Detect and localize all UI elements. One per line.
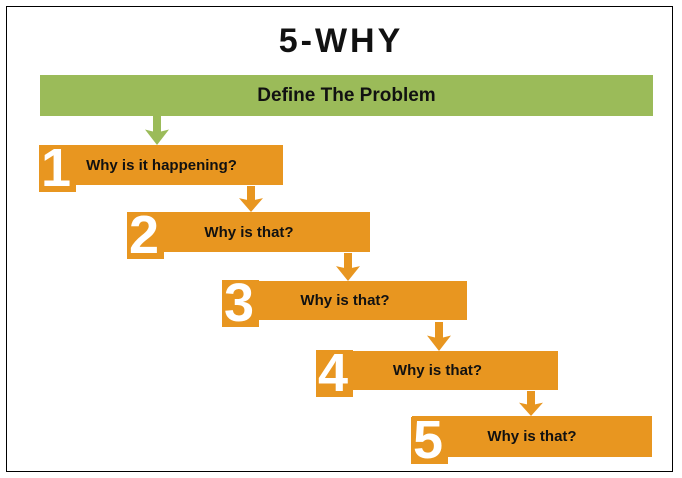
step-4-label: Why is that? (392, 362, 483, 379)
diagram-title: 5-WHY (278, 22, 404, 60)
banner-label: Define The Problem (257, 84, 436, 106)
define-problem-banner: Define The Problem (40, 75, 653, 116)
down-arrow-icon (238, 186, 264, 212)
step-3-number: 3 (222, 276, 260, 330)
step-2-label: Why is that? (204, 223, 294, 241)
step-1-number: 1 (39, 141, 77, 195)
step-1-label: Why is it happening? (86, 156, 237, 174)
step-2-bar: 2 Why is that? (127, 208, 370, 262)
down-arrow-icon (144, 116, 170, 145)
down-arrow-icon (426, 322, 452, 351)
step-2-number: 2 (127, 208, 165, 262)
down-arrow-icon (518, 391, 544, 416)
step-4-number: 4 (316, 346, 354, 400)
step-4-bar: 4 Why is that? (316, 346, 558, 400)
step-1-bar: 1 Why is it happening? (39, 141, 283, 195)
step-5-label: Why is that? (487, 428, 577, 445)
down-arrow-icon (335, 253, 361, 281)
step-3-label: Why is that? (300, 292, 390, 309)
step-3-bar: 3 Why is that? (222, 276, 467, 330)
step-5-number: 5 (411, 413, 449, 467)
step-5-bar: 5 Why is that? (411, 413, 652, 467)
